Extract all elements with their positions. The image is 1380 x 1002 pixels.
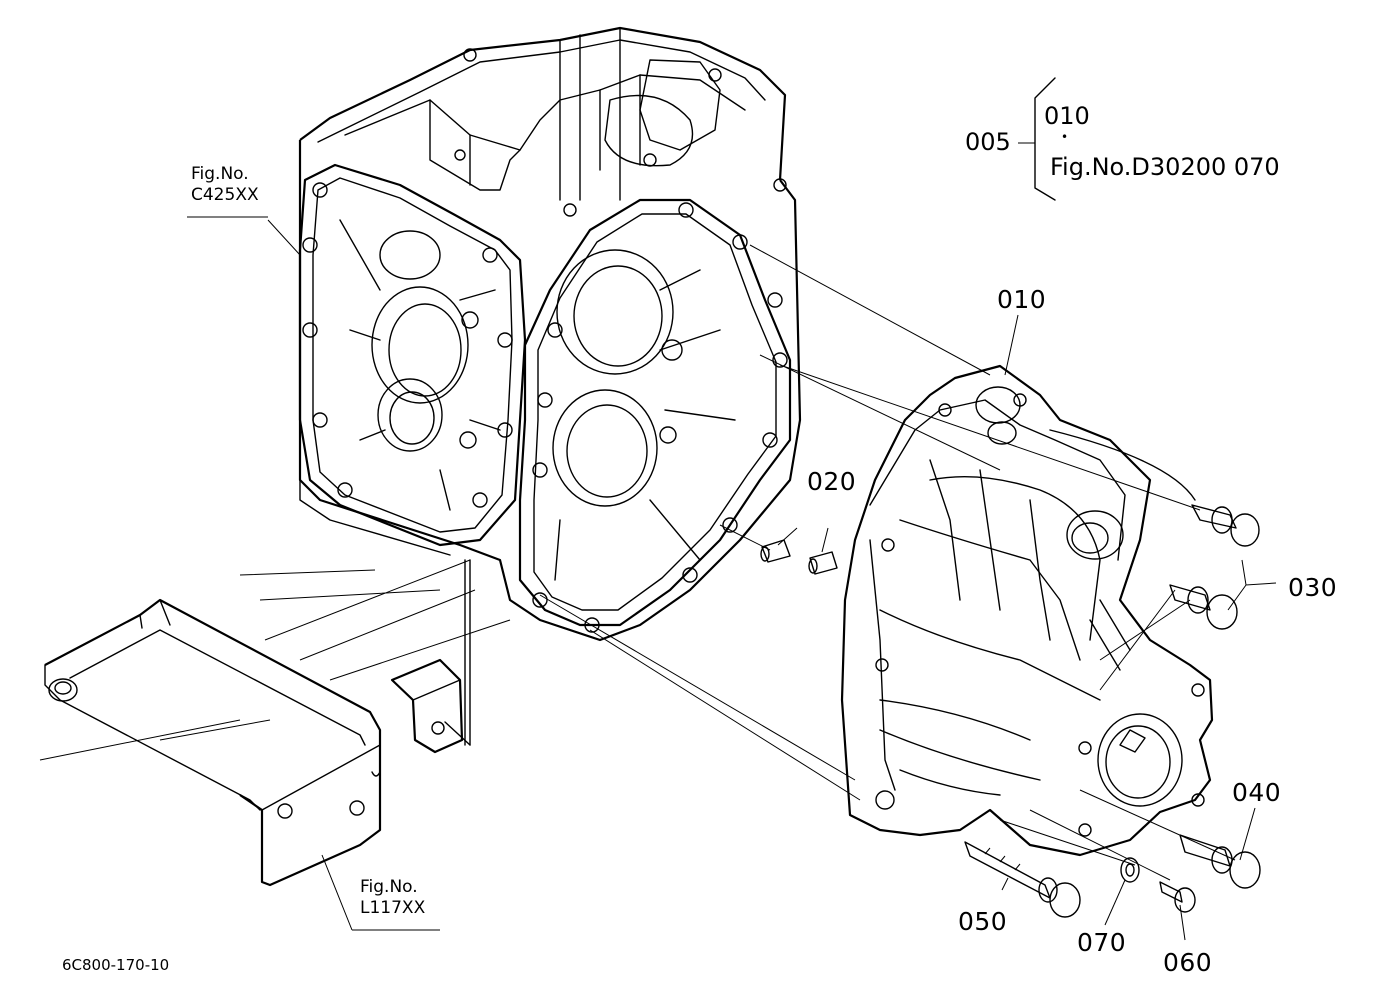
- fig-no-text: Fig.No.: [360, 877, 418, 897]
- bolt-060: [1159, 881, 1196, 913]
- bolt-040: [1179, 834, 1261, 889]
- fig-ref-l117-label: Fig.No. L117XX: [360, 877, 425, 919]
- transmission-case: [298, 26, 802, 746]
- legend-assembly-number: 005: [965, 128, 1011, 156]
- legend-dot: •: [1061, 130, 1069, 144]
- part-number-040: 040: [1232, 778, 1282, 807]
- diagram-code: 6C800-170-10: [62, 956, 170, 974]
- part-number-030: 030: [1288, 573, 1338, 602]
- part-number-020: 020: [807, 467, 857, 496]
- part-number-010: 010: [997, 285, 1047, 314]
- legend-part-010: 010: [1044, 102, 1090, 130]
- fig-ref-c425-label: Fig.No. C425XX: [191, 164, 259, 206]
- fig-code-text: C425XX: [191, 185, 259, 205]
- bolts-030: [1169, 504, 1260, 630]
- part-number-060: 060: [1163, 948, 1213, 977]
- fig-code-text: L117XX: [360, 898, 426, 918]
- legend-fig-reference: Fig.No.D30200 070: [1050, 153, 1280, 181]
- part-number-050: 050: [958, 907, 1008, 936]
- dowel-pins: [760, 527, 838, 575]
- part-number-070: 070: [1077, 928, 1127, 957]
- fig-no-text: Fig.No.: [191, 164, 249, 184]
- legend-bracket: [1018, 77, 1056, 201]
- washer-070: [1120, 857, 1140, 883]
- frame-bracket: [39, 559, 511, 887]
- leader-lines: [187, 216, 1277, 941]
- front-cover: [840, 364, 1214, 857]
- stud-bolt-050: [964, 841, 1081, 918]
